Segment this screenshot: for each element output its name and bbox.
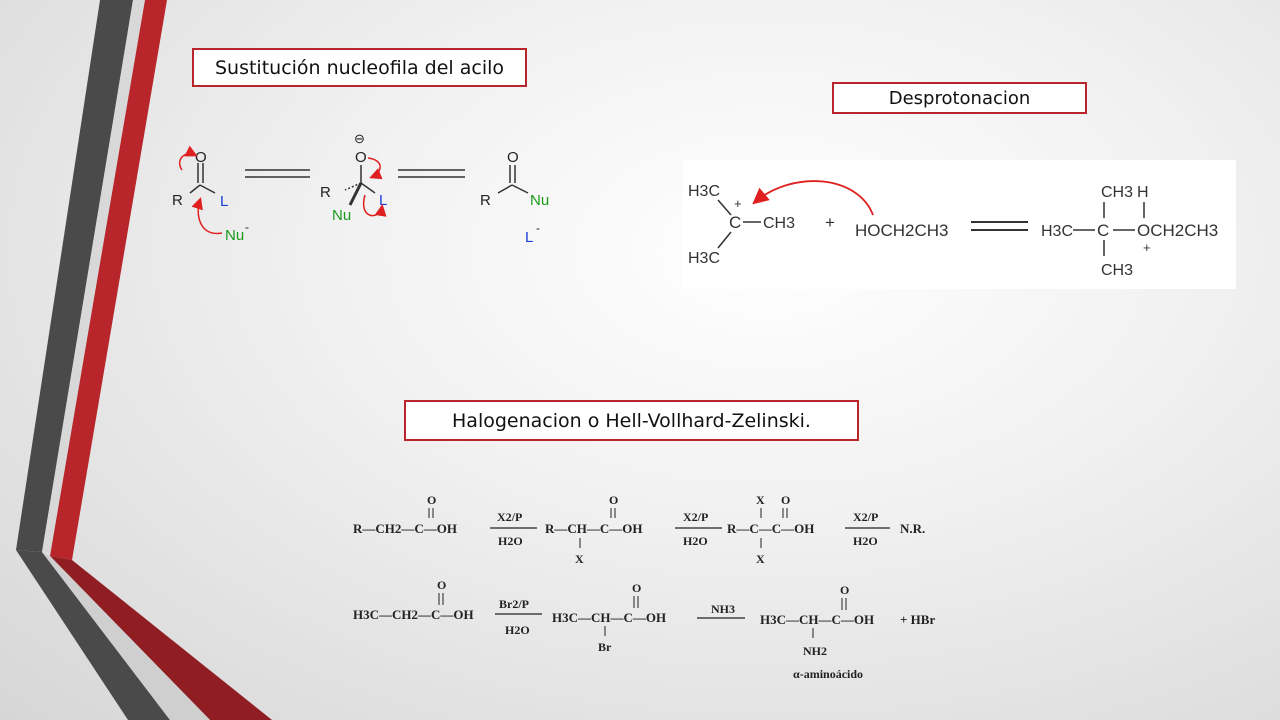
reagent-label: H2O bbox=[505, 623, 530, 637]
plus-sign: + bbox=[825, 213, 835, 232]
r-group-label: R bbox=[320, 184, 331, 201]
r-group-label: R bbox=[172, 192, 183, 209]
reagent-label: H2O bbox=[498, 534, 523, 548]
leaving-group-label: L bbox=[525, 229, 533, 246]
reagent-label: X2/P bbox=[853, 510, 878, 524]
reagent-label: NH3 bbox=[711, 602, 735, 616]
bromo-acid-formula: H3C—CH—C—OH bbox=[552, 610, 666, 625]
methyl-label: CH3 bbox=[1101, 262, 1133, 279]
dihalo-formula: R—C—C—OH bbox=[727, 521, 814, 536]
oxygen-label: O bbox=[437, 578, 446, 592]
amino-acid-caption: α-aminoácido bbox=[793, 667, 863, 681]
oxygen-label: O bbox=[427, 493, 436, 507]
nucleophile-label: Nu bbox=[225, 227, 244, 244]
nucleophile-label: Nu bbox=[332, 207, 351, 224]
oxyanion-charge: ⊖ bbox=[354, 131, 365, 146]
hvz-reaction-scheme: O R—CH2—C—OH X2/P H2O O R—CH—C—OH X X2/P… bbox=[345, 488, 955, 688]
reagent-label: X2/P bbox=[683, 510, 708, 524]
reagent-label: X2/P bbox=[497, 510, 522, 524]
methyl-label: CH3 bbox=[1101, 184, 1133, 201]
oxygen-label: O bbox=[840, 583, 849, 597]
oxygen-label: O bbox=[781, 493, 790, 507]
title-deprotonation: Desprotonacion bbox=[832, 82, 1087, 114]
reagent-label: H2O bbox=[853, 534, 878, 548]
carbon-label: C bbox=[1097, 221, 1109, 240]
oxonium-charge: + bbox=[1143, 240, 1151, 255]
reagent-label: Br2/P bbox=[499, 597, 529, 611]
reactant-formula: R—CH2—C—OH bbox=[353, 521, 457, 536]
amine-label: NH2 bbox=[803, 644, 827, 658]
no-reaction-label: N.R. bbox=[900, 521, 925, 536]
oxygen-label: O bbox=[355, 149, 367, 166]
nucleophile-label: Nu bbox=[530, 192, 549, 209]
oxygen-label: O bbox=[609, 493, 618, 507]
intermediate-formula: R—CH—C—OH bbox=[545, 521, 643, 536]
title-acyl-substitution: Sustitución nucleofila del acilo bbox=[192, 48, 527, 87]
amino-acid-formula: H3C—CH—C—OH bbox=[760, 612, 874, 627]
ethanol-label: HOCH2CH3 bbox=[855, 221, 949, 240]
bromine-label: Br bbox=[598, 640, 612, 654]
carbocation-charge: + bbox=[734, 196, 742, 211]
oxygen-label: O bbox=[195, 149, 207, 166]
reactant-formula: H3C—CH2—C—OH bbox=[353, 607, 474, 622]
leaving-group-label: L bbox=[379, 192, 387, 209]
methyl-label: CH3 bbox=[763, 215, 795, 232]
leaving-group-label: L bbox=[220, 193, 228, 210]
carbon-label: C bbox=[729, 213, 741, 232]
reagent-label: H2O bbox=[683, 534, 708, 548]
oxonium-label: OCH2CH3 bbox=[1137, 221, 1218, 240]
halogen-label: X bbox=[756, 493, 765, 507]
oxygen-label: O bbox=[632, 581, 641, 595]
hydrogen-label: H bbox=[1137, 184, 1149, 201]
oxygen-label: O bbox=[507, 149, 519, 166]
halogen-label: X bbox=[756, 552, 765, 566]
methyl-label: H3C bbox=[688, 250, 720, 267]
acyl-substitution-mechanism: O R L Nu - ⊖ O R L Nu O R Nu L - bbox=[160, 125, 580, 255]
title-halogenation: Halogenacion o Hell-Vollhard-Zelinski. bbox=[404, 400, 859, 441]
halogen-label: X bbox=[575, 552, 584, 566]
methyl-label: H3C bbox=[1041, 223, 1073, 240]
deprotonation-mechanism: H3C C + CH3 H3C + HOCH2CH3 H3C C CH3 CH3… bbox=[683, 160, 1236, 289]
r-group-label: R bbox=[480, 192, 491, 209]
hbr-label: + HBr bbox=[900, 612, 935, 627]
methyl-label: H3C bbox=[688, 183, 720, 200]
nucleophile-charge: - bbox=[245, 220, 249, 234]
leaving-group-charge: - bbox=[536, 221, 540, 235]
